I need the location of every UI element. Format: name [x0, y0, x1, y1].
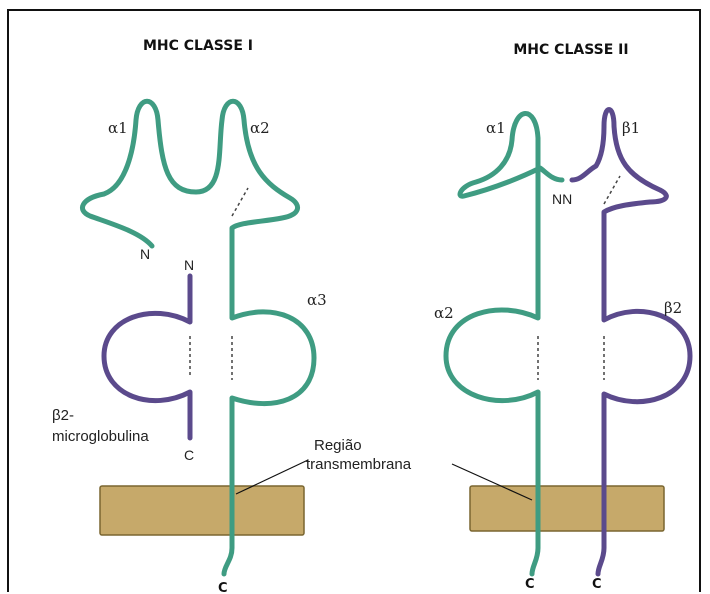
class2-alpha-c-terminus: C	[525, 577, 535, 592]
class1-alpha3-label: α3	[307, 291, 327, 309]
class1-alpha1-label: α1	[108, 119, 128, 137]
class2-alpha1-label: α1	[486, 119, 506, 137]
mhc-class-2: MHC CLASSE II α1 β1 α2 β2 NN C C	[434, 42, 690, 592]
class1-title: MHC CLASSE I	[143, 38, 253, 54]
b2m-label-line2: microglobulina	[52, 428, 149, 445]
class2-beta1-label: β1	[622, 119, 640, 137]
class1-alpha-c-terminus: C	[218, 581, 228, 594]
class2-beta1-disulfide	[604, 176, 620, 204]
class1-alpha2-label: α2	[250, 119, 270, 137]
class2-alpha2-label: α2	[434, 304, 454, 322]
b2m-label-line1: β2-	[52, 407, 74, 424]
class2-membrane	[470, 486, 664, 531]
class1-membrane	[100, 486, 304, 535]
class1-b2m-n-terminus: N	[184, 257, 194, 273]
transmembrane-label-line2: transmembrana	[306, 456, 412, 473]
class2-title: MHC CLASSE II	[513, 42, 628, 58]
class1-alpha-n-terminus: N	[140, 246, 150, 262]
class2-n-termini: NN	[552, 191, 572, 207]
class1-b2-microglobulin	[104, 276, 190, 438]
class2-beta2-label: β2	[664, 299, 682, 317]
class1-b2m-c-terminus: C	[184, 447, 194, 463]
mhc-class-1: MHC CLASSE I α1 α2 α3 N N β2- microglobu…	[52, 38, 327, 594]
class2-beta-c-terminus: C	[592, 577, 602, 592]
class1-a2-disulfide	[232, 188, 248, 216]
transmembrane-label-line1: Região	[314, 437, 362, 454]
